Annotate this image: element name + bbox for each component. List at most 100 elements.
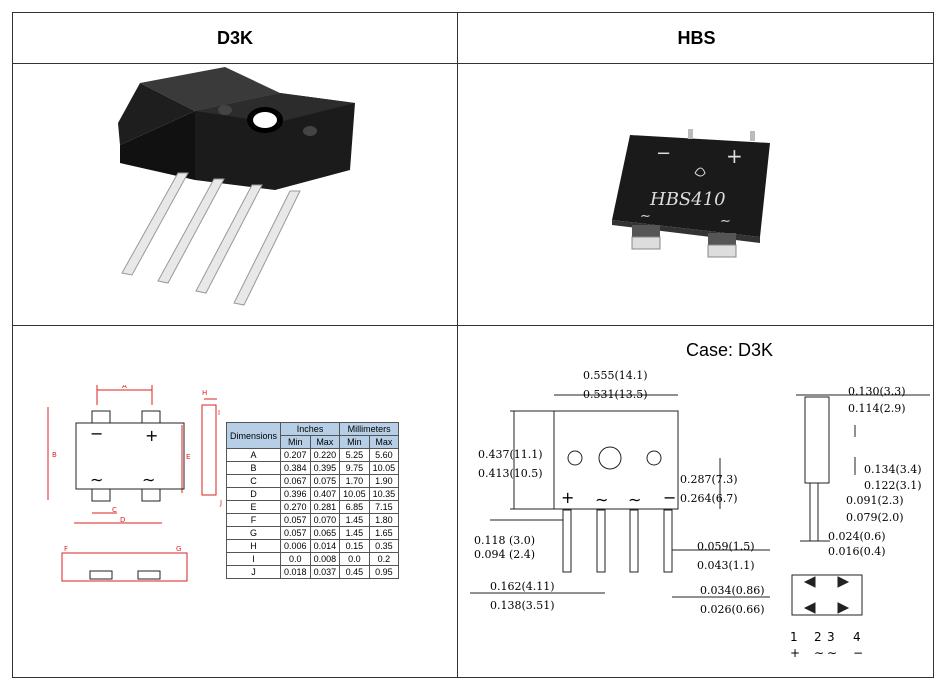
dimension-value: 6.85 xyxy=(339,500,370,514)
hbs-outline-ac-left: ∼ xyxy=(90,470,103,489)
dimension-value: 10.05 xyxy=(368,461,400,475)
col-millimeters: Millimeters xyxy=(339,422,400,436)
dim-s-min: 0.138(3.51) xyxy=(490,599,555,612)
dim-h-min: 0.413(10.5) xyxy=(478,467,543,480)
dim-l-max: 0.118 (3.0) xyxy=(474,534,536,547)
dimension-value: 0.207 xyxy=(280,448,311,462)
hbs-outline-plus: + xyxy=(145,426,158,445)
dim-v-min: 0.079(2.0) xyxy=(846,511,904,524)
schematic-sign: ∼ xyxy=(827,646,837,660)
outline-label-d: D xyxy=(120,516,125,524)
dimension-value: 0.067 xyxy=(280,474,311,488)
dimension-value: 0.396 xyxy=(280,487,311,501)
sub-header: Max xyxy=(368,435,400,449)
hbs-ac-mark-right: ∼ xyxy=(720,214,731,229)
dim-h-max: 0.437(11.1) xyxy=(478,448,543,461)
hbs-outline-drawing: − + ∼ ∼ A B C D E F G H I J xyxy=(47,385,222,582)
dimension-value: 0.065 xyxy=(309,526,341,540)
dimension-code: E xyxy=(225,500,282,514)
hbs-marking: HBS410 xyxy=(649,189,726,210)
dim-r-min: 0.026(0.66) xyxy=(700,603,765,616)
outline-label-g: G xyxy=(176,545,181,553)
hbs-minus-mark: − xyxy=(656,143,671,164)
dimension-value: 0.384 xyxy=(280,461,311,475)
dimension-value: 1.45 xyxy=(339,513,370,527)
schematic-pin: 4 xyxy=(853,630,861,644)
component-table: D3K HBS xyxy=(12,12,934,678)
dimension-value: 10.35 xyxy=(368,487,400,501)
dimension-code: F xyxy=(225,513,282,527)
dimension-value: 1.65 xyxy=(368,526,400,540)
sub-header: Min xyxy=(280,435,311,449)
case-label: Case: D3K xyxy=(686,340,774,360)
dim-t-min: 0.114(2.9) xyxy=(848,402,906,415)
dim-q-max: 0.059(1.5) xyxy=(697,540,755,553)
dimension-code: I xyxy=(225,552,282,566)
dim-s-max: 0.162(4.11) xyxy=(490,580,555,593)
dimension-value: 0.45 xyxy=(339,565,370,579)
dimension-value: 7.15 xyxy=(368,500,400,514)
dim-v-max: 0.091(2.3) xyxy=(846,494,904,507)
dimension-value: 5.60 xyxy=(368,448,400,462)
dimension-code: B xyxy=(225,461,282,475)
outline-label-e: E xyxy=(186,453,190,461)
dim-u-min: 0.122(3.1) xyxy=(864,479,922,492)
dimension-value: 0.395 xyxy=(309,461,341,475)
dimension-code: J xyxy=(225,565,282,579)
dimension-code: H xyxy=(225,539,282,553)
schematic-pin: 2 xyxy=(814,630,822,644)
hbs-plus-mark: + xyxy=(726,144,743,168)
outline-label-b: B xyxy=(52,451,57,459)
dimensions-table: Dimensions Inches Millimeters Min Max Mi… xyxy=(225,422,400,579)
outline-label-j: J xyxy=(219,499,222,507)
row-divider xyxy=(13,325,933,326)
dim-q-min: 0.043(1.1) xyxy=(697,559,755,572)
dimension-value: 0.35 xyxy=(368,539,400,553)
dimension-code: G xyxy=(225,526,282,540)
dimension-value: 0.006 xyxy=(280,539,311,553)
dimension-value: 0.037 xyxy=(309,565,341,579)
outline-label-f: F xyxy=(64,545,68,553)
schematic-sign: ∼ xyxy=(814,646,824,660)
d3k-pin-mark: − xyxy=(663,488,676,507)
dimension-value: 0.95 xyxy=(368,565,400,579)
dimension-value: 0.220 xyxy=(309,448,341,462)
dimension-value: 1.45 xyxy=(339,526,370,540)
schematic-pin: 1 xyxy=(790,630,798,644)
dimension-value: 1.80 xyxy=(368,513,400,527)
d3k-dimension-drawing: + ∼ ∼ − 1 2 3 4 + ∼ ∼ − xyxy=(470,394,930,660)
dim-x-min: 0.016(0.4) xyxy=(828,545,886,558)
dimension-value: 0.2 xyxy=(368,552,400,566)
dim-t-max: 0.130(3.3) xyxy=(848,385,906,398)
outline-label-i: I xyxy=(218,409,220,417)
dim-w-max: 0.555(14.1) xyxy=(583,369,648,382)
col-inches: Inches xyxy=(280,422,341,436)
sub-header: Max xyxy=(309,435,341,449)
d3k-package-image xyxy=(118,67,355,306)
hbs-outline-minus: − xyxy=(90,424,103,443)
dim-p-max: 0.287(7.3) xyxy=(680,473,738,486)
dimension-value: 5.25 xyxy=(339,448,370,462)
hbs-ac-mark-left: ∼ xyxy=(640,209,651,224)
header-hbs: HBS xyxy=(677,27,716,48)
dimension-value: 0.0 xyxy=(339,552,370,566)
sub-header: Min xyxy=(339,435,370,449)
dim-r-max: 0.034(0.86) xyxy=(700,584,765,597)
dimension-value: 0.407 xyxy=(309,487,341,501)
outline-label-c: C xyxy=(112,506,117,514)
dimension-code: A xyxy=(225,448,282,462)
dimension-value: 0.070 xyxy=(309,513,341,527)
dimension-value: 0.057 xyxy=(280,513,311,527)
dimension-value: 0.014 xyxy=(309,539,341,553)
header-divider xyxy=(13,63,933,64)
dim-u-max: 0.134(3.4) xyxy=(864,463,922,476)
dim-p-min: 0.264(6.7) xyxy=(680,492,738,505)
dim-l-min: 0.094 (2.4) xyxy=(474,548,536,561)
schematic-sign: + xyxy=(790,646,800,660)
